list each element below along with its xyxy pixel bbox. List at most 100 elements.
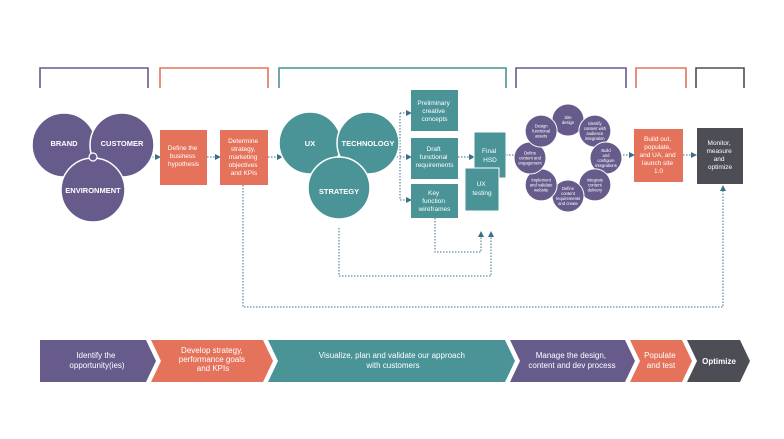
monitor-line-3: and — [714, 156, 725, 163]
step5-text: Populate and test — [644, 351, 678, 370]
determine-line-1: Determine — [228, 138, 258, 145]
monitor-line-2: measure — [706, 148, 732, 155]
ring-node-2-line-1: Identify — [588, 121, 602, 126]
determine-box-text: Determine strategy, marketing objectives… — [228, 138, 260, 177]
step4-chevron — [510, 340, 635, 382]
bracket-populate — [635, 67, 687, 88]
step3-chevron — [268, 340, 515, 382]
ring-node-5-line-1: Define — [562, 186, 575, 191]
ring-node-2-line-3: audience — [586, 131, 604, 136]
requirements-line-3: requirements — [416, 162, 455, 169]
build-box — [634, 129, 683, 182]
step2-chevron — [151, 340, 273, 382]
wireframes-box — [411, 184, 458, 218]
build-line-4: launch site — [642, 160, 673, 167]
ring-node-3-line-3: configure — [597, 158, 615, 163]
ring-node-7-line-1: Define — [524, 151, 537, 156]
ring-node-4-line-2: content — [588, 182, 603, 187]
step3-line-2: with customers — [365, 361, 419, 370]
determine-line-2: strategy, — [231, 146, 256, 153]
bracket-manage — [515, 67, 627, 88]
ring-node-4-line-3: delivery — [588, 187, 603, 192]
ring-node-8-line-3: assets — [535, 134, 547, 139]
wireframes-line-1: Key — [428, 190, 440, 197]
concepts-line-2: creative — [422, 108, 445, 115]
step3-text: Visualize, plan and validate our approac… — [319, 351, 467, 370]
process-bar: Identify the opportunity(ies) Develop st… — [40, 340, 750, 382]
ring-node-5-line-4: and create — [558, 201, 578, 206]
define-line-3: hypothesis — [168, 161, 200, 168]
step1-line-1: Identify the — [76, 351, 116, 360]
bracket-strategy — [159, 67, 269, 88]
customer-label: CUSTOMER — [101, 139, 144, 148]
ring-node-7-line-3: engagement — [518, 161, 542, 166]
brand-label: BRAND — [50, 139, 78, 148]
requirements-line-1: Draft — [427, 146, 441, 153]
monitor-text: Monitor, measure and optimize — [706, 140, 733, 171]
ux-label: UX — [305, 139, 315, 148]
circles-left: BRAND CUSTOMER ENVIRONMENT — [31, 112, 155, 223]
build-text: Build out, populate, and UA, and launch … — [640, 136, 678, 175]
bracket-visualize — [278, 67, 507, 88]
step6-text: Optimize — [702, 357, 736, 366]
strategy-label: STRATEGY — [319, 187, 359, 196]
determine-line-5: and KPIs — [231, 170, 258, 177]
ring-node-3-line-4: integrations — [595, 163, 617, 168]
strategy-circle — [307, 156, 371, 220]
step5-chevron — [630, 340, 692, 382]
phase-brackets — [39, 67, 745, 88]
step5-line-2: and test — [647, 361, 676, 370]
wireframes-text: Key function wireframes — [418, 190, 452, 213]
ring-node-8 — [524, 114, 558, 148]
step1-line-2: opportunity(ies) — [69, 361, 124, 370]
final-line-1: Final — [482, 148, 497, 155]
determine-line-4: objectives — [229, 162, 259, 169]
requirements-box — [411, 138, 458, 179]
junction-dot — [88, 152, 98, 162]
ux-testing-text: UX testing — [472, 181, 492, 197]
concepts-box — [411, 90, 458, 131]
monitor-line-1: Monitor, — [708, 140, 731, 147]
ring-node-4-line-1: Integrate — [587, 177, 604, 182]
concepts-text: Preliminary creative concepts — [417, 100, 451, 123]
ring-node-6-line-3: website — [534, 187, 549, 192]
step3-line-1: Visualize, plan and validate our approac… — [319, 351, 465, 360]
requirements-text: Draft functional requirements — [416, 146, 455, 169]
monitor-box — [697, 128, 743, 184]
concepts-line-1: Preliminary — [417, 100, 450, 107]
ring-node-6-line-1: Implement — [531, 177, 551, 182]
ring-node-1-line-2: design — [562, 120, 575, 125]
ux-testing-line-2: testing — [472, 190, 492, 197]
wireframes-line-2: function — [422, 198, 445, 205]
step4-line-1: Manage the design, — [536, 351, 606, 360]
wireframes-line-3: wireframes — [418, 206, 452, 213]
ring-node-3-line-2: and — [603, 153, 611, 158]
define-box-text: Define the business hypothesis — [168, 145, 200, 168]
bracket-identify — [39, 67, 149, 88]
ring-node-3-line-1: Build — [601, 148, 611, 153]
final-text: Final HSD — [482, 148, 498, 164]
ring-node-5-line-2: content — [561, 191, 576, 196]
step2-text: Develop strategy, performance goals and … — [179, 346, 248, 373]
ring-node-8-line-1: Design — [535, 124, 549, 129]
ring-node-5-line-3: requirements — [556, 196, 580, 201]
ring-node-2-line-4: integration — [585, 136, 605, 141]
monitor-line-4: optimize — [708, 164, 733, 171]
step2-line-2: performance goals — [179, 355, 245, 364]
ring-node-2-line-2: content with — [584, 126, 607, 131]
step2-line-1: Develop strategy, — [181, 346, 243, 355]
build-line-3: and UA, and — [640, 152, 677, 159]
circles-mid: UX TECHNOLOGY STRATEGY — [278, 111, 400, 220]
step2-line-3: and KPIs — [197, 364, 229, 373]
technology-circle — [336, 111, 400, 175]
ring-node-8-line-2: functional — [532, 129, 550, 134]
step4-line-2: content and dev process — [528, 361, 615, 370]
